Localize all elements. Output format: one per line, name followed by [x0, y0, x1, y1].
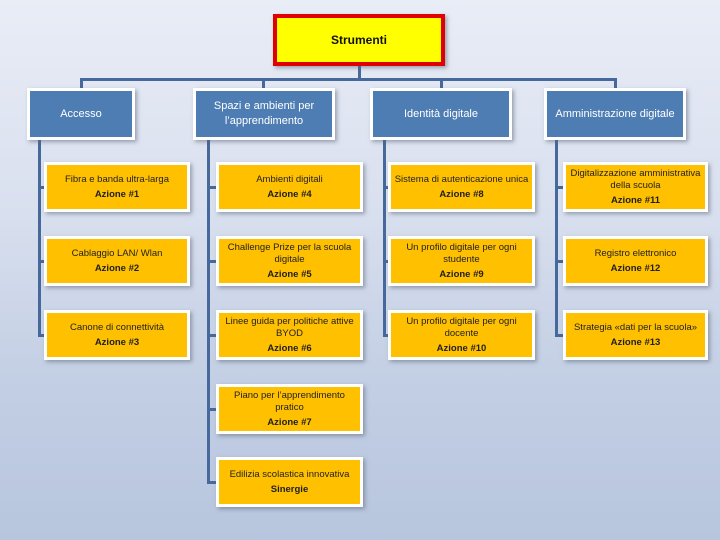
node-action: Azione #8 [439, 189, 484, 201]
connector-drop-amministrazione [614, 78, 617, 89]
node-azione-12[interactable]: Registro elettronico Azione #12 [563, 236, 708, 286]
node-title: Piano per l’apprendimento pratico [234, 389, 345, 413]
node-title: Un profilo digitale per ogni docente [406, 315, 517, 339]
node-action: Azione #13 [610, 337, 661, 349]
node-azione-5[interactable]: Challenge Prize per la scuola digitale A… [216, 236, 363, 286]
column-header-label: Amministrazione digitale [555, 107, 675, 120]
node-action: Azione #1 [94, 189, 140, 201]
connector-col1-rail [38, 140, 41, 337]
column-header-label: Spazi e ambienti per l’apprendimento [213, 100, 315, 127]
node-title: Cablaggio LAN/ Wlan [71, 247, 163, 259]
connector-col2-stub-1 [207, 186, 219, 189]
column-header-accesso[interactable]: Accesso [27, 88, 135, 140]
connector-drop-spazi [262, 78, 265, 89]
node-action: Azione #7 [267, 417, 312, 429]
connector-top-bus [80, 78, 616, 81]
node-azione-7[interactable]: Piano per l’apprendimento pratico Azione… [216, 384, 363, 434]
node-azione-1[interactable]: Fibra e banda ultra-larga Azione #1 [44, 162, 190, 212]
connector-col2-rail [207, 140, 210, 484]
node-action: Azione #5 [267, 269, 312, 281]
connector-col1-stub-3 [38, 334, 47, 337]
connector-col2-stub-3 [207, 334, 219, 337]
column-header-identita-digitale[interactable]: Identità digitale [370, 88, 512, 140]
column-header-amministrazione-digitale[interactable]: Amministrazione digitale [544, 88, 686, 140]
node-action: Azione #6 [267, 343, 312, 355]
connector-col1-stub-1 [38, 186, 47, 189]
node-action: Azione #3 [94, 337, 140, 349]
column-header-label: Accesso [60, 107, 102, 120]
connector-col4-stub-2 [555, 260, 566, 263]
node-action: Azione #12 [610, 263, 661, 275]
connector-col2-stub-5 [207, 481, 219, 484]
node-azione-10[interactable]: Un profilo digitale per ogni docente Azi… [388, 310, 535, 360]
column-header-label: Identità digitale [404, 107, 478, 120]
root-node-label: Strumenti [330, 33, 387, 47]
connector-col1-stub-2 [38, 260, 47, 263]
connector-col3-rail [383, 140, 386, 337]
node-title: Edilizia scolastica innovativa [229, 468, 350, 480]
node-title: Canone di connettività [69, 321, 164, 333]
node-title: Sistema di autenticazione unica [394, 173, 529, 185]
connector-col3-stub-2 [383, 260, 391, 263]
node-azione-3[interactable]: Canone di connettività Azione #3 [44, 310, 190, 360]
connector-col4-stub-1 [555, 186, 566, 189]
connector-col3-stub-3 [383, 334, 391, 337]
node-azione-9[interactable]: Un profilo digitale per ogni studente Az… [388, 236, 535, 286]
node-azione-2[interactable]: Cablaggio LAN/ Wlan Azione #2 [44, 236, 190, 286]
connector-col4-stub-3 [555, 334, 566, 337]
node-title: Ambienti digitali [256, 173, 323, 185]
column-header-spazi-ambienti[interactable]: Spazi e ambienti per l’apprendimento [193, 88, 335, 140]
node-action: Azione #2 [94, 263, 140, 275]
node-title: Linee guida per politiche attive BYOD [225, 315, 354, 339]
node-azione-8[interactable]: Sistema di autenticazione unica Azione #… [388, 162, 535, 212]
node-title: Registro elettronico [594, 247, 677, 259]
node-action: Azione #4 [267, 189, 312, 201]
connector-col2-stub-2 [207, 260, 219, 263]
connector-drop-accesso [80, 78, 83, 89]
node-azione-13[interactable]: Strategia «dati per la scuola» Azione #1… [563, 310, 708, 360]
connector-drop-identita [440, 78, 443, 89]
node-sinergie[interactable]: Edilizia scolastica innovativa Sinergie [216, 457, 363, 507]
node-title: Un profilo digitale per ogni studente [406, 241, 517, 265]
node-title: Strategia «dati per la scuola» [573, 321, 698, 333]
node-azione-11[interactable]: Digitalizzazione amministrativa della sc… [563, 162, 708, 212]
node-title: Digitalizzazione amministrativa della sc… [570, 167, 701, 191]
root-node-strumenti[interactable]: Strumenti [273, 14, 445, 66]
node-title: Challenge Prize per la scuola digitale [227, 241, 352, 265]
node-action: Azione #11 [610, 195, 661, 207]
node-azione-6[interactable]: Linee guida per politiche attive BYOD Az… [216, 310, 363, 360]
node-action: Azione #9 [439, 269, 484, 281]
node-action: Sinergie [270, 484, 309, 496]
connector-col4-rail [555, 140, 558, 337]
node-title: Fibra e banda ultra-larga [64, 173, 170, 185]
node-action: Azione #10 [436, 343, 487, 355]
node-azione-4[interactable]: Ambienti digitali Azione #4 [216, 162, 363, 212]
connector-root-stem [358, 66, 361, 79]
connector-col3-stub-1 [383, 186, 391, 189]
connector-col2-stub-4 [207, 408, 219, 411]
